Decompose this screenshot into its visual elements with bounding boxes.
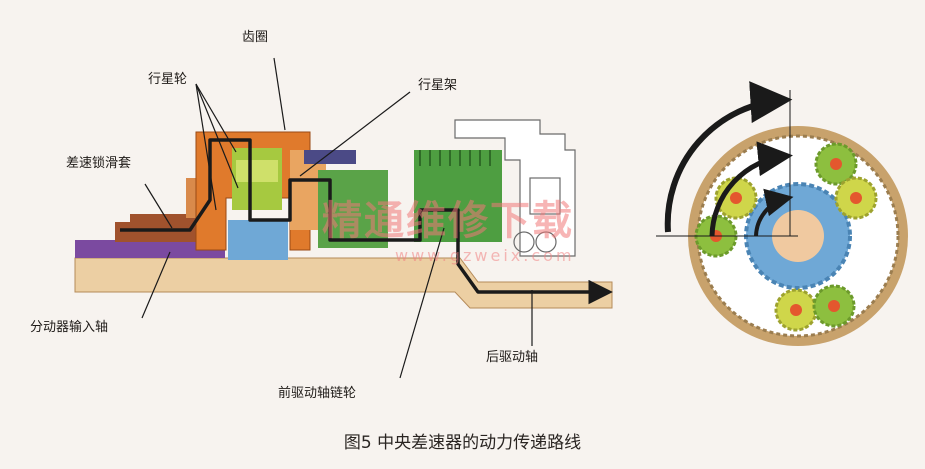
watermark-sub: www.gzweix.com [395, 246, 575, 265]
planet-gear-5 [774, 288, 818, 332]
planet-gear-6 [812, 284, 856, 328]
planet-gear-1 [814, 142, 858, 186]
planet-gear-2 [834, 176, 878, 220]
rear-housing-bearing-2 [513, 231, 535, 253]
chain-teeth [419, 150, 491, 166]
leader-lines [141, 57, 533, 379]
label-front-drive-sprocket: 前驱动轴链轮 [278, 386, 357, 401]
label-diff-lock-sleeve: 差速锁滑套 [66, 156, 132, 171]
lock-sleeve [115, 214, 200, 242]
figure-caption: 图5 中央差速器的动力传递路线 [343, 433, 582, 453]
input-shaft-purple [75, 240, 225, 258]
main-shaft [74, 257, 613, 309]
label-rear-drive-shaft: 后驱动轴 [486, 350, 539, 365]
sun-gear-body [228, 220, 288, 260]
rotation-arrow-middle [709, 141, 793, 237]
cross-section [74, 57, 613, 379]
planetary-gear-view [656, 81, 908, 346]
watermark-main: 精通维修下载 [322, 198, 574, 244]
rotation-arrow-inner [754, 188, 794, 237]
label-ring-gear: 齿圈 [242, 30, 269, 45]
label-transfer-input-shaft: 分动器输入轴 [30, 320, 109, 335]
rotation-arrow-outer [664, 81, 793, 233]
planet-gear-teeth [236, 160, 278, 182]
rear-housing-window [529, 177, 561, 215]
carrier-cap [304, 150, 356, 164]
label-planet-carrier: 行星架 [418, 78, 458, 93]
rear-housing-outline [454, 119, 576, 257]
rear-housing-bearing [535, 231, 557, 253]
label-planet-gear: 行星轮 [148, 72, 188, 87]
